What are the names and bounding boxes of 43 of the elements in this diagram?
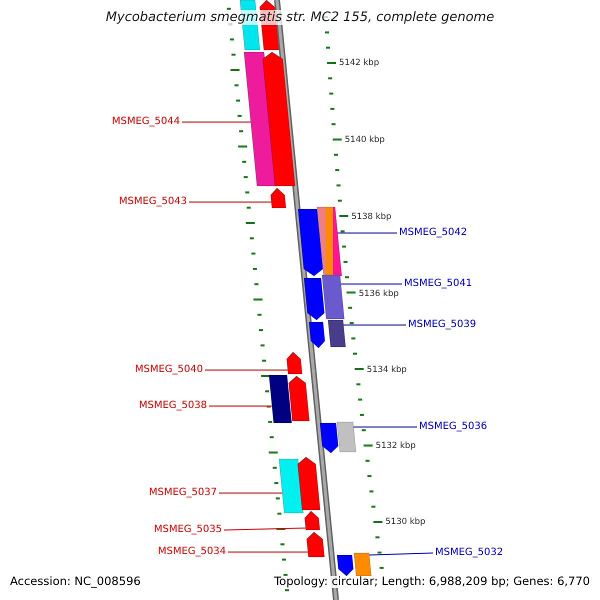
leader-line bbox=[368, 552, 434, 556]
gene-label: MSMEG_5035 bbox=[154, 525, 222, 535]
gene-label: MSMEG_5038 bbox=[138, 401, 207, 411]
gene-feature-block bbox=[306, 532, 325, 558]
scale-label: 5136 kbp bbox=[358, 290, 399, 298]
scale-label: 5142 kbp bbox=[339, 59, 380, 68]
gene-feature-block bbox=[320, 422, 339, 454]
gene-feature-block bbox=[354, 552, 372, 576]
genome-info-text: Topology: circular; Length: 6,988,209 bp; Genes: 6,770 bbox=[274, 576, 590, 588]
gene-feature-block bbox=[268, 374, 292, 424]
gene-label: MSMEG_5042 bbox=[399, 228, 468, 238]
scale-label: 5134 kbp bbox=[366, 366, 407, 374]
gene-feature-block bbox=[316, 206, 342, 276]
gene-label: MSMEG_5040 bbox=[134, 365, 203, 375]
gene-feature-block bbox=[278, 458, 304, 514]
gene-label: MSMEG_5044 bbox=[112, 117, 180, 127]
gene-feature-block bbox=[322, 274, 345, 320]
diagram-title: Mycobacterium smegmatis str. MC2 155, complete genome bbox=[104, 11, 496, 24]
gene-label: MSMEG_5034 bbox=[158, 547, 226, 557]
leader-line bbox=[352, 426, 418, 428]
gene-feature-block bbox=[286, 352, 302, 374]
gene-label: MSMEG_5041 bbox=[404, 279, 472, 289]
gene-feature-block bbox=[336, 422, 356, 452]
leader-line bbox=[342, 324, 406, 326]
scale-label: 5140 kbp bbox=[344, 136, 385, 144]
gene-feature-block bbox=[270, 188, 286, 208]
gene-feature-block bbox=[328, 320, 346, 348]
leader-line bbox=[337, 232, 398, 234]
leader-line bbox=[218, 492, 283, 494]
leader-line bbox=[224, 528, 306, 530]
gene-feature-block bbox=[336, 554, 354, 576]
gene-label: MSMEG_5037 bbox=[148, 488, 217, 498]
scale-label: 5130 kbp bbox=[385, 518, 426, 526]
scale-label: 5132 kbp bbox=[376, 442, 416, 450]
gene-label: MSMEG_5043 bbox=[118, 197, 187, 207]
accession-text: Accession: NC_008596 bbox=[10, 576, 141, 588]
gene-feature-block bbox=[298, 208, 324, 276]
gene-label: MSMEG_5039 bbox=[408, 320, 476, 330]
gene-label: MSMEG_5036 bbox=[419, 422, 488, 432]
gene-feature-block bbox=[308, 322, 326, 348]
scale-label: 5138 kbp bbox=[351, 213, 392, 222]
gene-label: MSMEG_5032 bbox=[435, 548, 504, 558]
gene-feature-block bbox=[304, 510, 320, 530]
